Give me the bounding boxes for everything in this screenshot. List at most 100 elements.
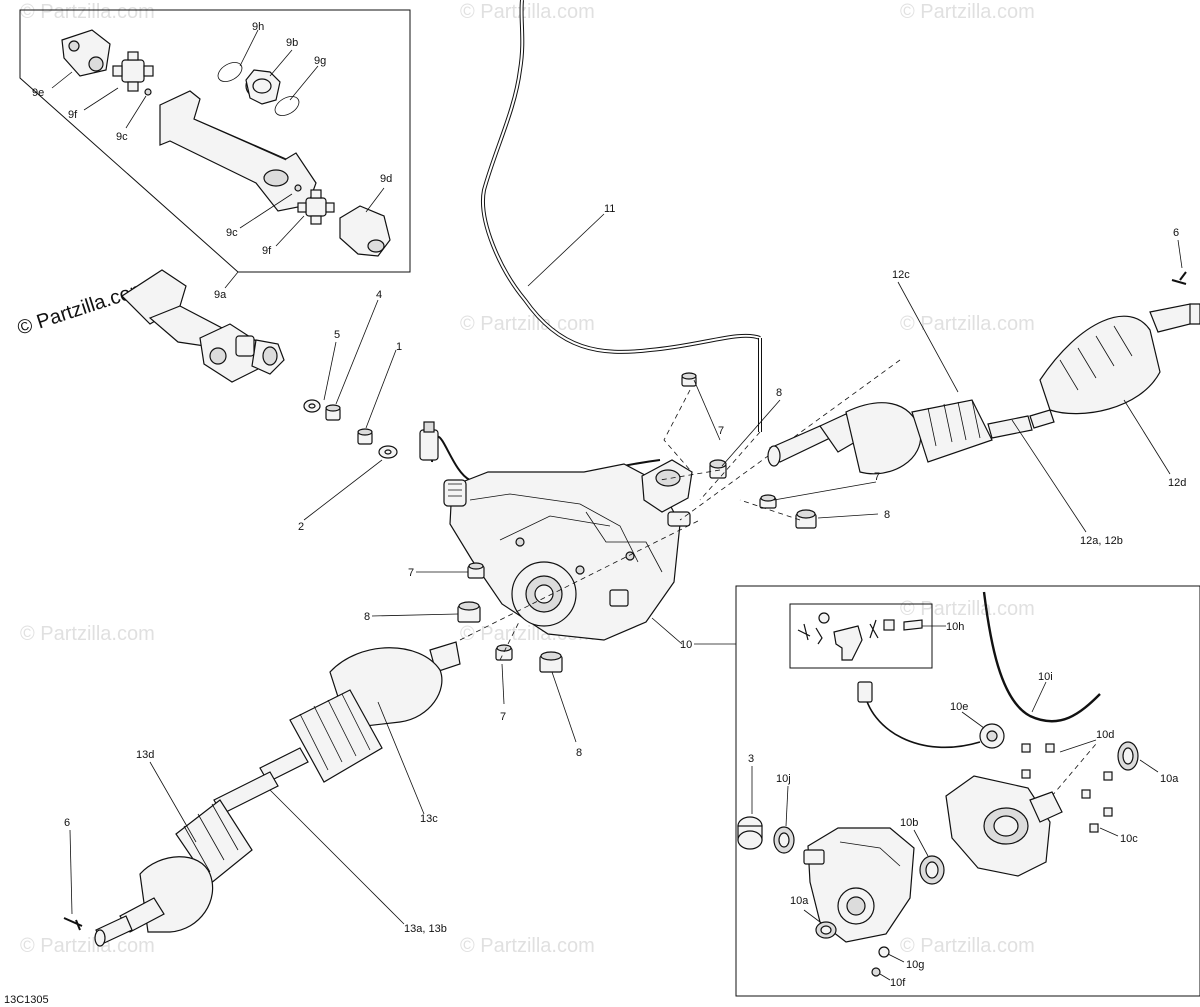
u-joint-cross-9f-lower <box>297 189 335 225</box>
callout-label: 13c <box>420 813 438 825</box>
watermark: © Partzilla.com <box>900 935 1035 957</box>
differential-housing <box>803 827 915 943</box>
inset-differential <box>735 585 1200 997</box>
callout-label: 10c <box>1120 833 1138 845</box>
callout-label: 10e <box>950 701 968 713</box>
bolt-7-lower <box>495 644 513 661</box>
callout-label: 6 <box>64 817 70 829</box>
watermark: © Partzilla.com <box>460 1 595 23</box>
callout-label: 4 <box>376 289 382 301</box>
callout-label: 9b <box>286 37 298 49</box>
screws-10 <box>1021 743 1113 833</box>
callout-label: 8 <box>364 611 370 623</box>
callout-label: 10d <box>1096 729 1114 741</box>
callout-label: 8 <box>576 747 582 759</box>
callout-label: 13d <box>136 749 154 761</box>
callout-label: 3 <box>748 753 754 765</box>
washer-5-hole <box>308 403 316 409</box>
cable-11 <box>481 0 762 432</box>
watermark: © Partzilla.com <box>20 935 155 957</box>
callout-label: 11 <box>604 203 615 215</box>
yoke-9e <box>61 29 111 77</box>
seal-10j <box>773 826 795 854</box>
callout-label: 9e <box>32 87 44 99</box>
inset-frame-10h <box>789 603 933 669</box>
callout-label: 7 <box>408 567 414 579</box>
inset-frame <box>19 9 411 273</box>
seal-10a-upper <box>1117 741 1139 771</box>
callout-label: 9g <box>314 55 326 67</box>
watermark: © Partzilla.com <box>900 598 1035 620</box>
shift-fork-10h <box>797 612 923 661</box>
callout-label: 10f <box>890 977 906 989</box>
callout-label: 10a <box>1160 773 1179 785</box>
callout-label: 9f <box>68 109 78 121</box>
watermark: © Partzilla.com <box>20 1 155 23</box>
callout-label: 10j <box>776 773 791 785</box>
grease-fitting-9c-lower <box>294 184 302 192</box>
grease-fitting-9c <box>144 88 152 96</box>
bolt-8-upper <box>709 459 727 479</box>
callout-label: 10a <box>790 895 809 907</box>
callout-label: 9d <box>380 173 392 185</box>
drive-axle-13 <box>94 641 461 947</box>
callout-label: 7 <box>718 425 724 437</box>
bolt-8-lower <box>539 651 563 673</box>
watermark: © Partzilla.com <box>900 1 1035 23</box>
watermark: © Partzilla.com <box>460 935 595 957</box>
callout-label: 10i <box>1038 671 1053 683</box>
callout-label: 5 <box>334 329 340 341</box>
washer-2-hole <box>384 449 392 455</box>
watermark-layer: © Partzilla.com © Partzilla.com © Partzi… <box>20 1 1035 957</box>
bolt-7-upper <box>681 372 697 387</box>
callout-label: 9h <box>252 21 264 33</box>
callout-label: 9c <box>116 131 128 143</box>
callout-labels: 1 2 3 4 5 6 6 7 7 7 7 8 8 8 8 9a 9b 9c 9… <box>32 21 1186 989</box>
bearing-10b <box>919 855 945 885</box>
callout-label: 1 <box>396 341 402 353</box>
inset-frame-10 <box>735 585 1200 997</box>
brand-logo-text: © Partzilla.com <box>15 277 150 340</box>
propeller-shaft-9a <box>121 269 285 383</box>
callout-label: 10b <box>900 817 918 829</box>
callout-label: 10g <box>906 959 924 971</box>
bolt-1 <box>357 428 373 445</box>
watermark: © Partzilla.com <box>900 313 1035 335</box>
callout-label: 8 <box>884 509 890 521</box>
bolt-4 <box>325 404 341 421</box>
u-joint-cross-9f <box>112 51 154 92</box>
callout-label: 12c <box>892 269 910 281</box>
bolt-8-right <box>795 509 817 529</box>
callout-label: 9c <box>226 227 238 239</box>
callout-label: 7 <box>500 711 506 723</box>
boot-9b <box>245 69 281 105</box>
callout-label: 10h <box>946 621 964 633</box>
yoke-9d <box>339 205 391 257</box>
callout-label: 8 <box>776 387 782 399</box>
callout-label: 7 <box>874 471 880 483</box>
shaft-tube <box>159 90 317 212</box>
callout-label: 6 <box>1173 227 1179 239</box>
watermark: © Partzilla.com <box>460 313 595 335</box>
cotter-pin-6-lower <box>63 917 83 931</box>
clamp-9g <box>274 96 300 116</box>
callout-label: 12a, 12b <box>1080 535 1123 547</box>
clamp-9h <box>217 62 243 82</box>
bolt-7-left <box>467 562 485 579</box>
watermark: © Partzilla.com <box>20 623 155 645</box>
plug-10f <box>871 967 881 977</box>
plug-10g <box>878 946 890 958</box>
diagram-code: 13C1305 <box>4 994 49 1006</box>
sleeve-3 <box>737 816 763 850</box>
seal-10a-lower <box>815 921 837 939</box>
callout-label: 9f <box>262 245 272 257</box>
callout-label: 12d <box>1168 477 1186 489</box>
callout-label: 9a <box>214 289 227 301</box>
callout-label: 13a, 13b <box>404 923 447 935</box>
inset-propeller-shaft <box>19 9 411 273</box>
cover-housing <box>945 775 1063 877</box>
callout-label: 2 <box>298 521 304 533</box>
bolt-8-left <box>457 601 481 623</box>
front-differential-10 <box>443 459 693 641</box>
